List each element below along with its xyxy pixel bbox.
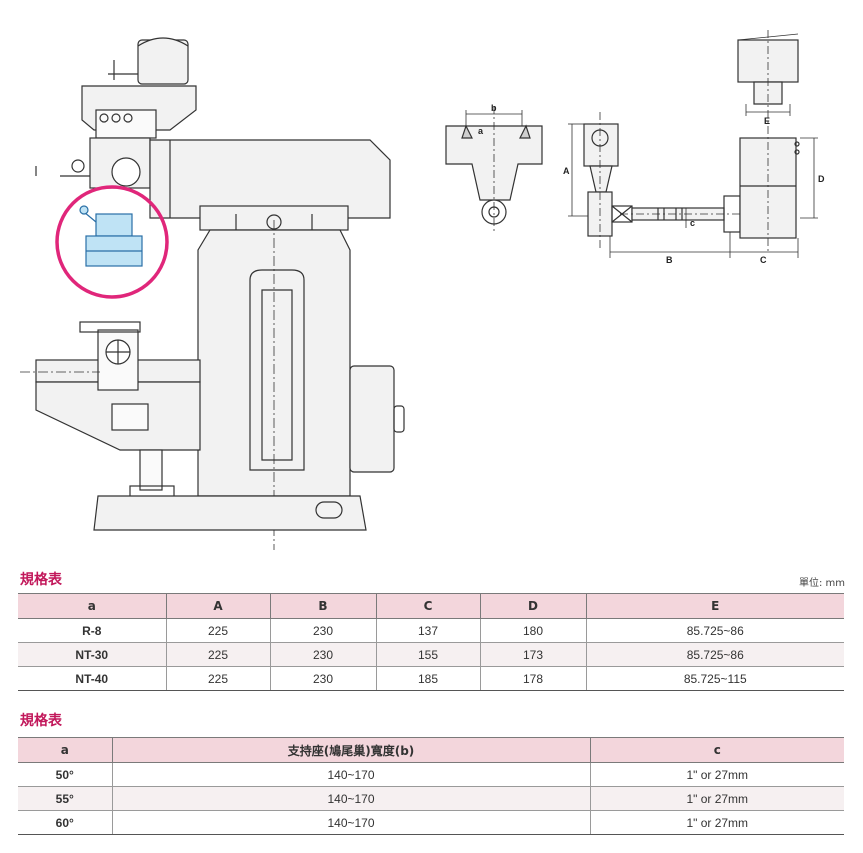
table-row: 60° 140~170 1" or 27mm: [18, 810, 844, 835]
table-cell: 185: [375, 666, 481, 691]
table-cell: 137: [375, 618, 481, 643]
column-header: 支持座(鳩尾巢)寬度(b): [111, 737, 591, 763]
column-header: D: [479, 593, 587, 619]
table-cell: 85.725~86: [585, 618, 844, 643]
table-row: NT-40 225 230 185 178 85.725~115: [18, 666, 844, 691]
dim-label-b: b: [491, 103, 497, 113]
table-row: 50° 140~170 1" or 27mm: [18, 762, 844, 787]
table-cell: 1" or 27mm: [589, 786, 844, 811]
technical-drawing: b a A c B C D E: [20, 30, 825, 550]
column-header: a: [18, 737, 113, 763]
table-cell: 230: [269, 642, 377, 667]
table-cell: 60°: [18, 810, 113, 835]
table-header-row: a A B C D E: [18, 593, 844, 619]
table-row: R-8 225 230 137 180 85.725~86: [18, 618, 844, 643]
table-cell: 85.725~115: [585, 666, 844, 691]
dim-label-C: C: [760, 255, 767, 265]
dim-label-a: a: [478, 126, 484, 136]
column-header: E: [585, 593, 844, 619]
table-row: 55° 140~170 1" or 27mm: [18, 786, 844, 811]
table-row: NT-30 225 230 155 173 85.725~86: [18, 642, 844, 667]
table-cell: NT-30: [18, 642, 167, 667]
dim-label-c: c: [690, 218, 695, 228]
table1-title: 規格表: [20, 572, 62, 588]
column-header: c: [589, 737, 844, 763]
table-cell: 140~170: [111, 810, 591, 835]
column-header: C: [375, 593, 481, 619]
dovetail-front-view: [445, 106, 543, 234]
table-cell: 178: [479, 666, 587, 691]
table-cell: 225: [165, 642, 271, 667]
table-cell: 1" or 27mm: [589, 762, 844, 787]
unit-label: 單位: mm: [798, 578, 845, 589]
column-header: B: [269, 593, 377, 619]
table-cell: 55°: [18, 786, 113, 811]
highlight-ring: [55, 185, 169, 299]
spec-table-2: a 支持座(鳩尾巢)寬度(b) c 50° 140~170 1" or 27mm…: [18, 737, 844, 835]
table-cell: 230: [269, 618, 377, 643]
spec-table-1: a A B C D E R-8 225 230 137 180 85.725~8…: [18, 593, 844, 691]
table-cell: 225: [165, 666, 271, 691]
table-cell: 225: [165, 618, 271, 643]
table-cell: 173: [479, 642, 587, 667]
table-cell: 230: [269, 666, 377, 691]
table-cell: NT-40: [18, 666, 167, 691]
dim-label-A: A: [563, 166, 570, 176]
table-cell: 140~170: [111, 762, 591, 787]
table-cell: 155: [375, 642, 481, 667]
milling-machine-illustration: [20, 37, 405, 550]
table2-title: 規格表: [20, 713, 62, 729]
table-header-row: a 支持座(鳩尾巢)寬度(b) c: [18, 737, 844, 763]
table-cell: 180: [479, 618, 587, 643]
dim-label-E: E: [764, 116, 770, 126]
column-header: A: [165, 593, 271, 619]
table-cell: 1" or 27mm: [589, 810, 844, 835]
table-cell: R-8: [18, 618, 167, 643]
table-cell: 50°: [18, 762, 113, 787]
table-cell: 140~170: [111, 786, 591, 811]
dim-label-B: B: [666, 255, 673, 265]
table-cell: 85.725~86: [585, 642, 844, 667]
dovetail-side-view: [568, 30, 818, 258]
dim-label-D: D: [818, 174, 825, 184]
column-header: a: [18, 593, 167, 619]
